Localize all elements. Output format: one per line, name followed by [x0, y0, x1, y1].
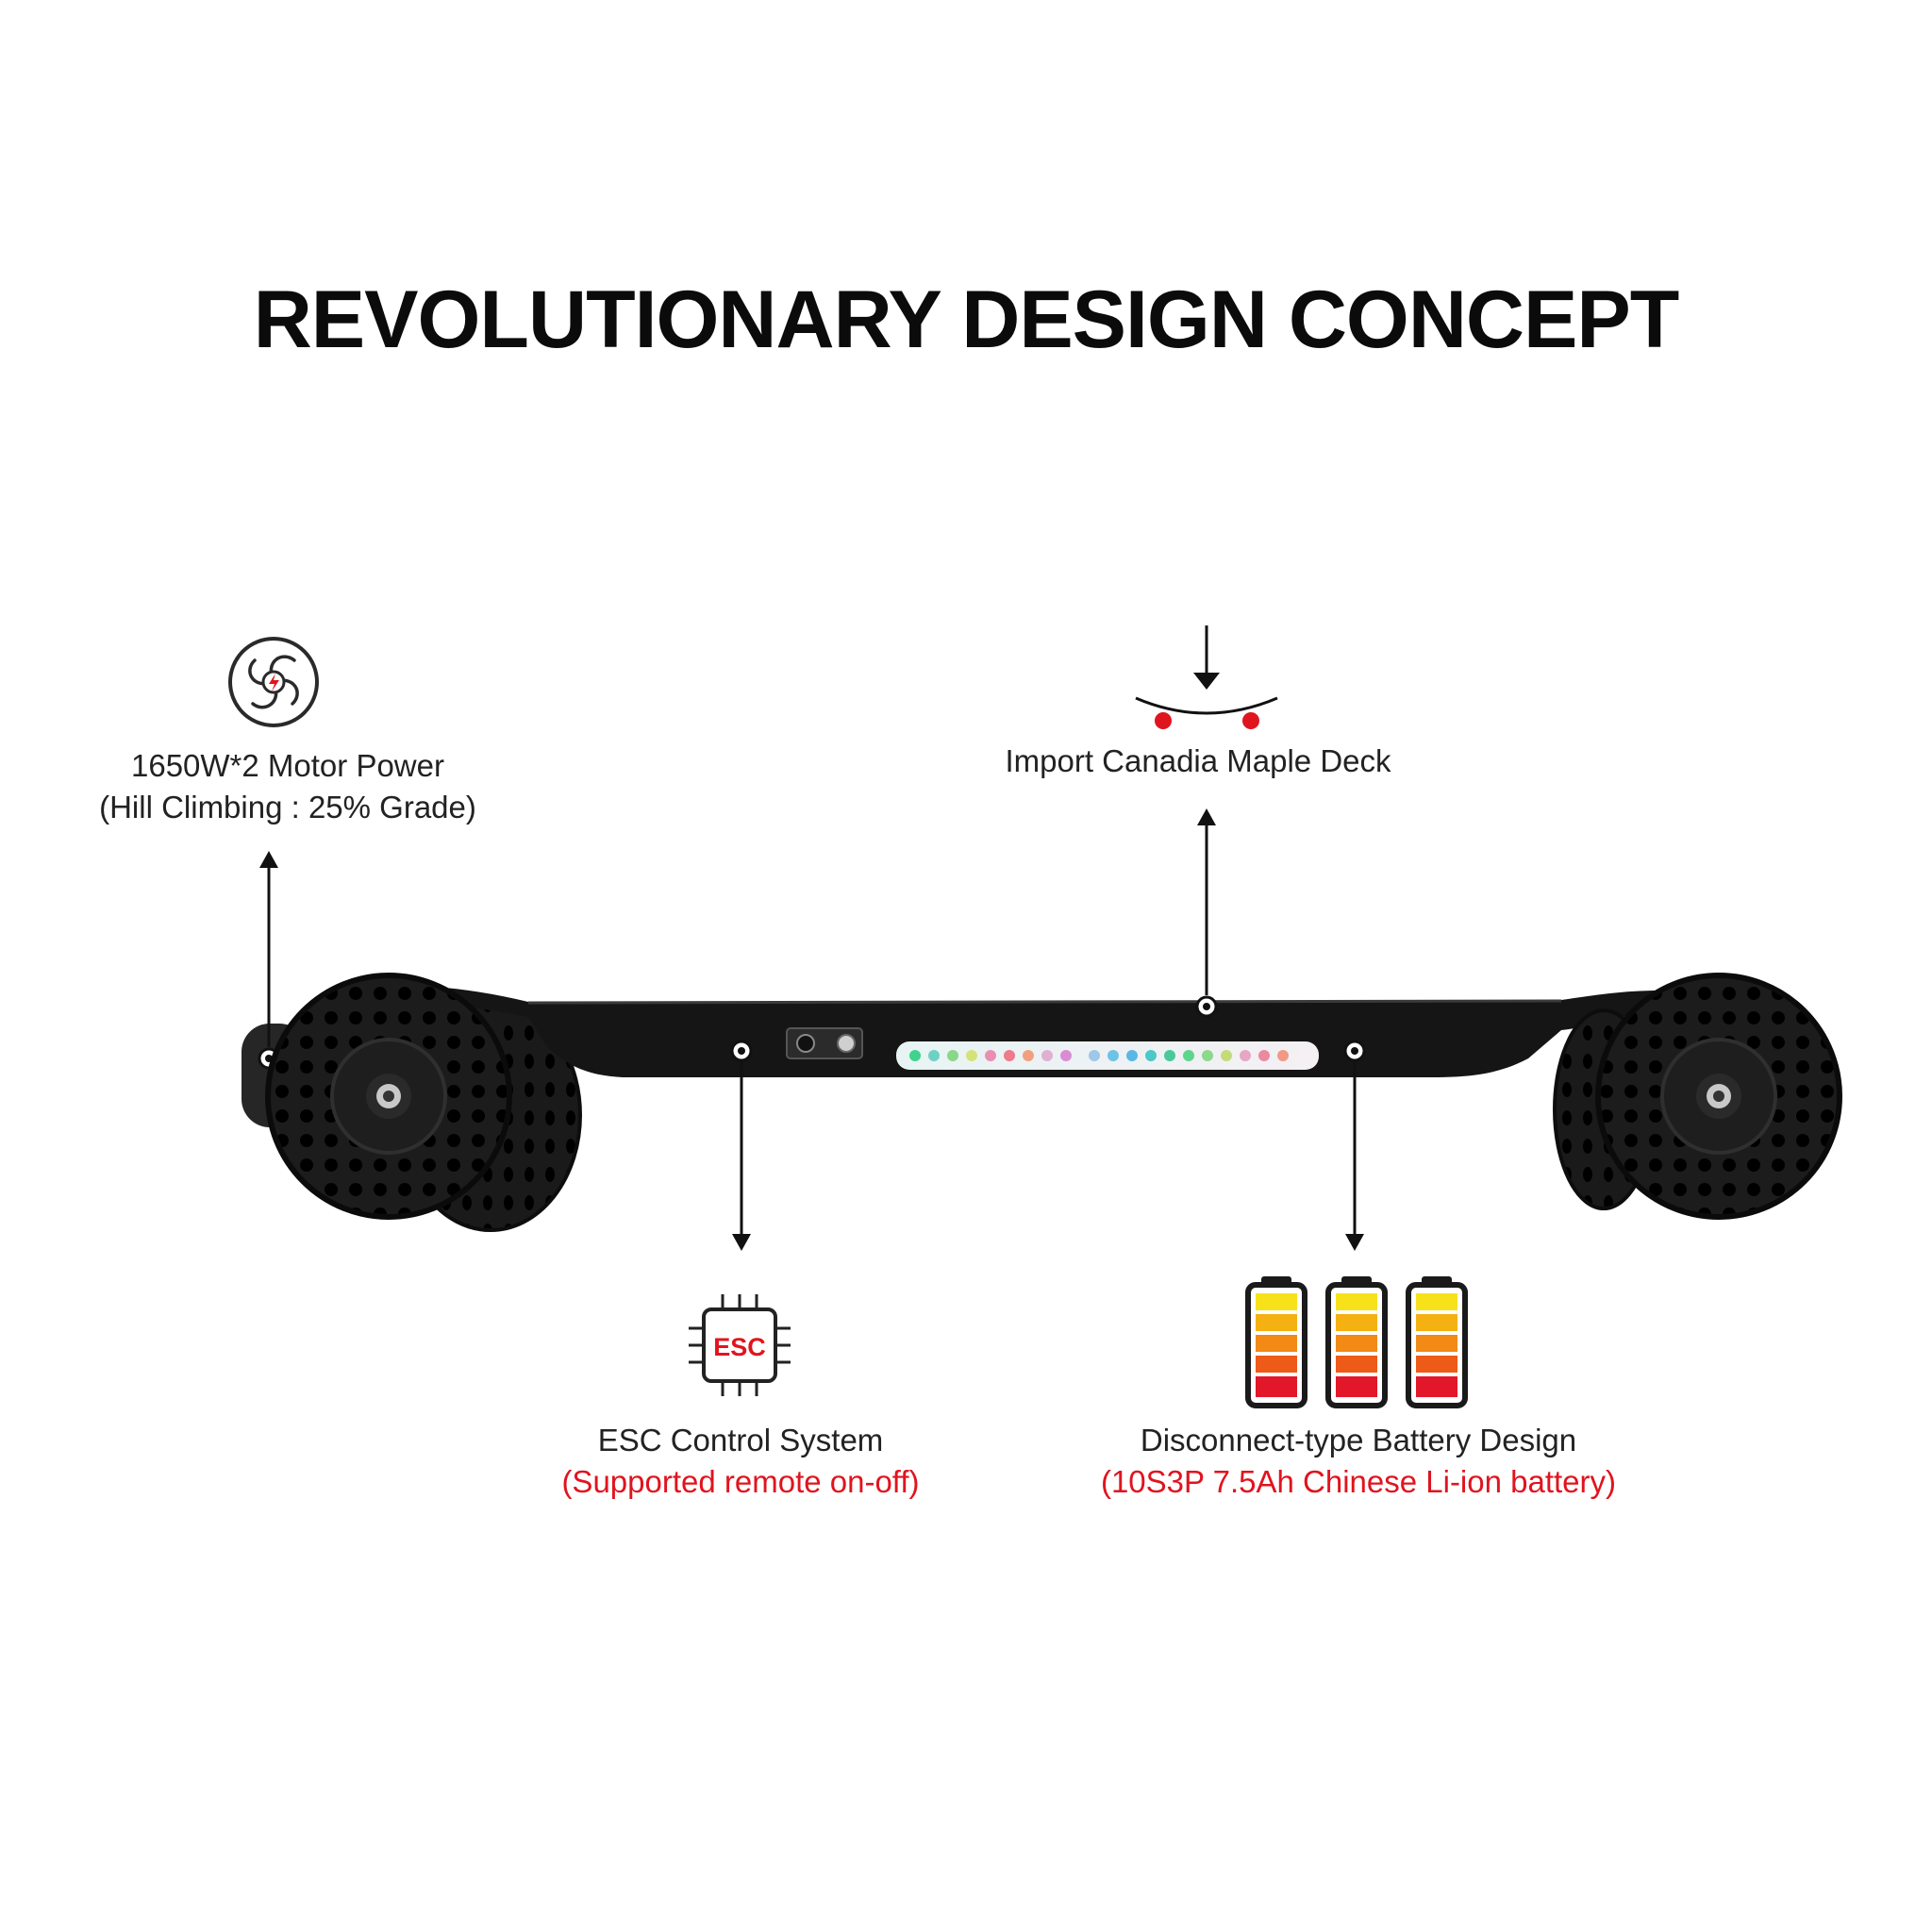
motor-subtitle: (Hill Climbing : 25% Grade)	[99, 790, 476, 824]
callout-battery	[1343, 1040, 1366, 1251]
motor-fan-icon	[228, 637, 319, 727]
battery-feature-label: Disconnect-type Battery Design (10S3P 7.…	[1066, 1420, 1651, 1503]
battery-icon	[1245, 1276, 1468, 1408]
esc-title: ESC Control System	[597, 1423, 884, 1457]
esc-feature-label: ESC Control System (Supported remote on-…	[524, 1420, 958, 1503]
page-title: REVOLUTIONARY DESIGN CONCEPT	[253, 275, 1680, 365]
front-wheel	[1595, 973, 1842, 1220]
esc-subtitle: (Supported remote on-off)	[561, 1464, 920, 1499]
esc-chip-icon: ESC	[689, 1294, 791, 1396]
led-lights	[909, 1050, 1289, 1061]
rear-wheel	[265, 973, 512, 1220]
callout-deck	[1195, 808, 1218, 1018]
deck-title: Import Canadia Maple Deck	[1005, 743, 1391, 778]
callout-motor	[259, 851, 278, 1047]
deck-feature-label: Import Canadia Maple Deck	[962, 741, 1434, 782]
motor-title: 1650W*2 Motor Power	[131, 748, 444, 783]
battery-title: Disconnect-type Battery Design	[1140, 1423, 1577, 1457]
callout-esc	[730, 1040, 753, 1251]
battery-subtitle: (10S3P 7.5Ah Chinese Li-ion battery)	[1100, 1464, 1617, 1499]
esc-chip-text: ESC	[713, 1333, 766, 1361]
flex-deck-icon	[1135, 625, 1278, 729]
motor-feature-label: 1650W*2 Motor Power (Hill Climbing : 25%…	[75, 745, 500, 828]
electric-skateboard	[242, 973, 1842, 1232]
